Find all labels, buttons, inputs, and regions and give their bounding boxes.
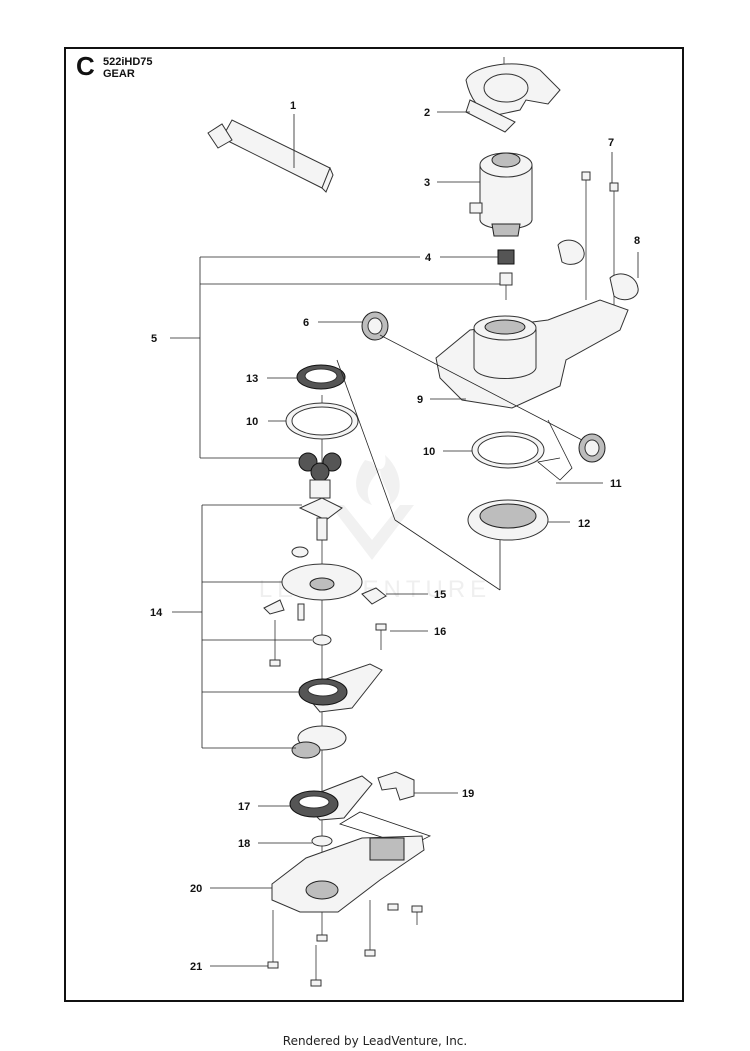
part-bolts bbox=[267, 900, 423, 987]
callout-11: 11 bbox=[610, 478, 622, 490]
callout-2: 2 bbox=[424, 107, 430, 119]
callout-6: 6 bbox=[303, 317, 309, 329]
callout-17: 17 bbox=[238, 801, 250, 813]
callout-labels: 1 2 3 4 5 6 7 8 9 10 10 11 12 13 14 15 1… bbox=[150, 100, 640, 973]
callout-9: 9 bbox=[417, 394, 423, 406]
callout-5: 5 bbox=[151, 333, 157, 345]
callout-10a: 10 bbox=[246, 416, 258, 428]
model-label: 522iHD75 bbox=[103, 56, 153, 68]
part-screws-7 bbox=[581, 171, 619, 318]
callout-15: 15 bbox=[434, 589, 446, 601]
part-lower-bearing-arm bbox=[289, 775, 373, 821]
callout-12: 12 bbox=[578, 518, 590, 530]
part-pinion bbox=[497, 249, 515, 300]
callout-13: 13 bbox=[246, 373, 258, 385]
part-ring-gear bbox=[296, 364, 346, 390]
footer-credit: Rendered by LeadVenture, Inc. bbox=[282, 1034, 468, 1048]
part-motor-cover bbox=[465, 63, 561, 133]
part-wire-clip bbox=[537, 419, 573, 481]
part-bearing-arm bbox=[298, 663, 383, 713]
part-planet-carrier bbox=[298, 497, 343, 541]
callout-7: 7 bbox=[608, 137, 614, 149]
part-screw-16 bbox=[375, 623, 387, 650]
part-gear-housing bbox=[435, 299, 629, 409]
callout-4: 4 bbox=[425, 252, 432, 264]
part-cover-plate bbox=[263, 546, 363, 621]
part-springs bbox=[557, 239, 639, 301]
callout-14: 14 bbox=[150, 607, 163, 619]
part-planetary-gears bbox=[298, 452, 342, 499]
callout-8: 8 bbox=[634, 235, 640, 247]
callout-20: 20 bbox=[190, 883, 202, 895]
callout-19: 19 bbox=[462, 788, 474, 800]
callout-10b: 10 bbox=[423, 446, 435, 458]
section-label: GEAR bbox=[103, 68, 135, 80]
part-screw-left bbox=[269, 620, 281, 667]
callout-18: 18 bbox=[238, 838, 250, 850]
part-grease-tube bbox=[207, 119, 334, 193]
callout-1: 1 bbox=[290, 100, 296, 112]
part-clip bbox=[377, 771, 415, 801]
part-damper-right bbox=[578, 433, 606, 463]
callout-21: 21 bbox=[190, 961, 202, 973]
part-damper-left bbox=[361, 311, 389, 341]
callout-16: 16 bbox=[434, 626, 446, 638]
part-washer-lower bbox=[311, 835, 333, 847]
part-motor bbox=[469, 152, 533, 237]
part-cam bbox=[291, 725, 347, 759]
leader-lines bbox=[170, 111, 639, 967]
part-bearing-ring bbox=[467, 499, 549, 541]
callout-3: 3 bbox=[424, 177, 430, 189]
part-washer-upper bbox=[312, 634, 332, 646]
part-plate-tab bbox=[361, 587, 387, 605]
diagram-frame bbox=[64, 47, 684, 1002]
part-gear-base bbox=[271, 835, 425, 913]
section-letter: C bbox=[76, 51, 95, 81]
